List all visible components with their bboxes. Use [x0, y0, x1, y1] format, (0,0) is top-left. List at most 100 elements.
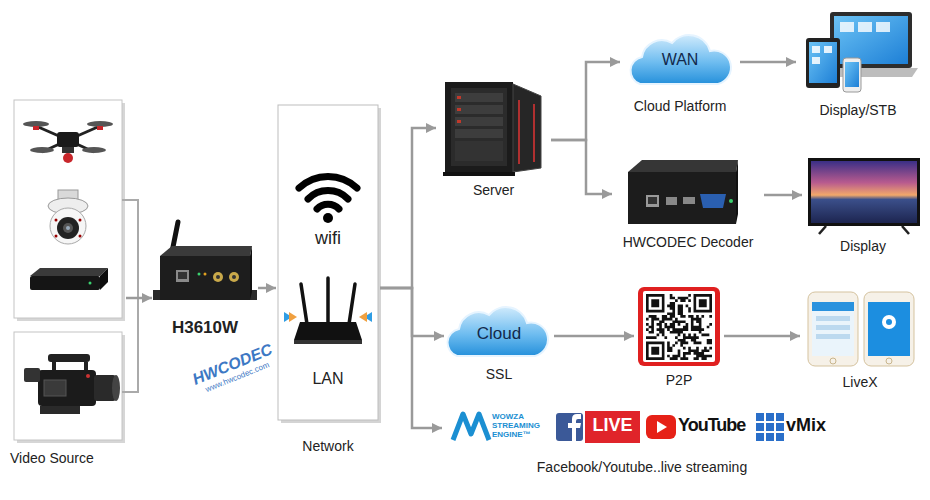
drone-picture [23, 121, 113, 163]
livex-app: LiveX [800, 290, 920, 396]
connector-arrow [258, 287, 276, 290]
server: Server [436, 78, 551, 203]
video-source-panel: Video Source [8, 96, 126, 472]
logo-text: vMix [786, 415, 826, 436]
camcorder-picture-part [44, 380, 66, 396]
laptop-tablet-phone-picture-part [843, 58, 861, 92]
qr-code-picture-part [643, 291, 715, 362]
wifi-symbol-part [299, 176, 357, 188]
streaming-logos-part [756, 423, 764, 431]
server-picture-part [451, 88, 507, 166]
streaming-logos-part [657, 421, 667, 433]
set-top-box-picture [30, 268, 108, 290]
decoder-picture-part [736, 160, 738, 224]
encoder-picture-part [160, 246, 252, 256]
decoder-picture-part [628, 172, 736, 224]
decoder-picture-part [628, 160, 738, 172]
drone-picture-part [63, 153, 73, 163]
server-picture-part [457, 120, 461, 123]
logo-text: WOWZA STREAMING ENGINE™ [492, 412, 556, 440]
node-label: Display [840, 238, 886, 254]
qr-modules [646, 294, 712, 360]
server-picture-part [455, 141, 503, 161]
display-stb: Display/STB [796, 8, 920, 120]
wifi-symbol-part [323, 213, 333, 223]
laptop-tablet-phone-picture-part [830, 12, 912, 68]
phones-picture-part [816, 334, 850, 339]
dome-camera-picture-part [79, 235, 82, 238]
encoder-picture-part [178, 272, 187, 279]
encoder-picture-part [229, 272, 239, 282]
set-top-box-picture-part [100, 268, 108, 290]
merge-bracket [122, 200, 138, 392]
server-picture-part [457, 108, 461, 111]
network-frame [278, 105, 381, 423]
node-label: Network [302, 438, 353, 454]
qr-code-picture-part [646, 294, 712, 360]
decoder-picture [628, 160, 738, 224]
streaming-logos-part [776, 433, 784, 441]
video-source-frames-part [14, 100, 122, 318]
streaming-logos-part [585, 411, 640, 443]
camcorder-picture-part [24, 368, 40, 382]
streaming-logos-part [756, 413, 764, 421]
encoder-picture-part [176, 270, 189, 282]
laptop-tablet-phone-picture-part [840, 22, 854, 32]
dome-camera-picture-part [63, 223, 73, 233]
router-picture [284, 278, 372, 344]
watermark: HWCODECwww.hwcodec.com [190, 340, 279, 397]
set-top-box-picture-part [30, 276, 100, 290]
laptop-tablet-phone-picture [806, 12, 918, 92]
server-picture [443, 82, 541, 176]
p2p-qr: P2P [634, 284, 724, 390]
router-picture-part [326, 278, 330, 324]
logo-text: YouTube [678, 415, 745, 436]
encoder-picture-part [198, 273, 201, 276]
camcorder-picture-part [48, 354, 90, 362]
laptop-tablet-phone-picture-part [834, 16, 908, 64]
dome-camera-picture-part [66, 226, 70, 230]
dome-camera-picture [48, 190, 88, 244]
wifi-symbol-part [317, 204, 339, 209]
server-picture-part [455, 105, 503, 114]
streaming-logos-part [766, 423, 774, 431]
node-label: HWCODEC Decoder [623, 234, 754, 250]
wifi-symbol [299, 176, 357, 223]
qr-code-picture [638, 287, 720, 366]
camcorder-picture-part [84, 362, 88, 370]
drone-picture-part [97, 126, 103, 130]
dome-camera-picture-part [55, 219, 58, 222]
drone-picture-part [30, 147, 54, 153]
tv-picture [808, 158, 920, 234]
router-picture-part [294, 322, 362, 340]
tv-picture-part [819, 226, 826, 234]
connector-arrow [740, 61, 796, 64]
phones-picture-part [864, 292, 914, 366]
node-label: LiveX [842, 374, 877, 390]
decoder-picture-part [700, 194, 726, 208]
phones-picture [808, 292, 914, 366]
phones-picture-part [882, 315, 896, 329]
server-picture-part [457, 96, 461, 99]
encoder-picture-part [204, 273, 207, 276]
node-label: Cloud Platform [634, 98, 727, 114]
streaming-logos-part [776, 423, 784, 431]
video-source-frames [14, 100, 125, 443]
router-picture-part [294, 340, 362, 344]
connector-arrow [764, 194, 802, 197]
streaming-logos-part [776, 413, 784, 421]
streaming-logos-part [568, 414, 581, 441]
node-label: Cloud [477, 324, 521, 344]
set-top-box-picture-part [89, 282, 92, 285]
server-picture-part [445, 82, 513, 172]
streaming-logos [453, 411, 784, 443]
streaming-logos-part [766, 413, 774, 421]
dome-camera-picture-part [79, 219, 82, 222]
streaming-logos-part [453, 414, 489, 440]
node-label: wifi [315, 228, 341, 249]
set-top-box-picture-part [30, 268, 108, 276]
camcorder-picture-part [86, 374, 90, 378]
video-source-frames-part [14, 332, 122, 440]
node-label: WAN [662, 51, 699, 69]
